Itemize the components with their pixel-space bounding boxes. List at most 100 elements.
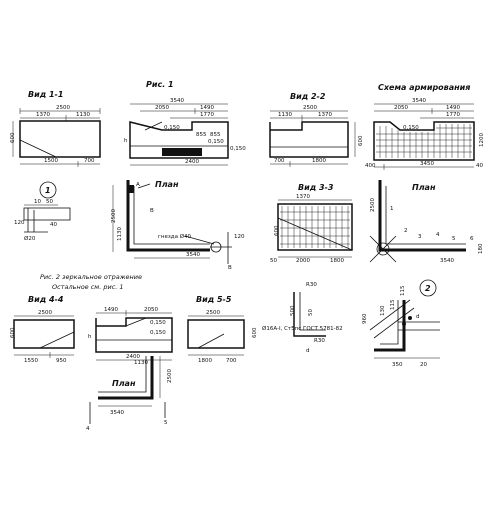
view-3-3-title: Вид 3-3 — [298, 183, 334, 192]
figure-1-dim-855b: 855 — [210, 132, 221, 138]
plan-1-wall-outer — [126, 180, 210, 252]
plan-1-dim-vert: 2500 — [111, 209, 117, 223]
view-4-4-outline — [13, 319, 75, 349]
detail-2-wall-inner — [380, 300, 399, 345]
view-4-4-dim-950: 950 — [56, 358, 67, 364]
plan-3-wall-inner — [98, 356, 147, 393]
view-4-4-section: 1490 2050 0,150 0,150 h 2400 — [88, 307, 173, 361]
figure-1-dim-0150: 0,150 — [164, 125, 180, 131]
plan-2-wall-outer — [378, 180, 466, 252]
figure-1-dim-top: 3540 — [170, 98, 184, 104]
plan-1-label-a: A — [136, 182, 140, 188]
figure-1-dim-b: 1490 — [200, 105, 214, 111]
view-1-1-dim-bottom-a: 1500 — [44, 158, 58, 164]
view-3-3-dim-1800: 1800 — [330, 258, 344, 264]
plan-3-mark-5: 5 — [164, 420, 168, 426]
view-1-1-dim-b: 1130 — [76, 112, 90, 118]
view-1-1-dim-a: 1370 — [36, 112, 50, 118]
view-4-4-dim-1550: 1550 — [24, 358, 38, 364]
detail-1-dim-120: 120 — [14, 220, 25, 226]
view-2-2: Вид 2-2 2500 1130 1370 600 700 1800 — [269, 92, 364, 167]
plan-2-mark-2: 2 — [404, 228, 408, 234]
view-3-3-outline — [277, 203, 353, 251]
view-1-1-outline — [19, 120, 101, 158]
plan-3-title: План — [112, 379, 136, 388]
detail-1-circle — [39, 181, 57, 199]
view-3-3-dim-600: 600 — [274, 225, 280, 236]
plan-1-dim-120: 120 — [234, 234, 245, 240]
detail-2: 2 960 130 115 d 350 20 115 — [362, 279, 440, 368]
detail-1-dim-10: 10 — [34, 199, 41, 205]
view-2-2-title: Вид 2-2 — [290, 92, 326, 101]
scheme-dim-400: 400 — [365, 163, 376, 169]
figure-1-title: Рис. 1 — [146, 80, 174, 89]
plan-3-dim-3540: 3540 — [110, 410, 124, 416]
detail-2-dim-350: 350 — [392, 362, 403, 368]
detail-1-dim-phi: Ø20 — [24, 235, 36, 242]
view-5-5: Вид 5-5 2500 600 1800 700 — [187, 295, 258, 364]
view-1-1-dim-height: 600 — [10, 132, 16, 143]
plan-2-dim-3540: 3540 — [440, 258, 454, 264]
plan-2-dim-180: 180 — [478, 243, 484, 254]
section-dim-2050: 2050 — [144, 307, 158, 313]
detail-1-dim-50: 50 — [46, 199, 53, 205]
scheme-title: Схема армирования — [378, 83, 470, 92]
figure-1-dim-855a: 855 — [196, 132, 207, 138]
figure-1-dim-a: 2050 — [155, 105, 169, 111]
view-2-2-dim-bottom-b: 1800 — [312, 158, 326, 164]
plan-1-socket-note: гнезда Ø40 — [158, 233, 192, 240]
figure-1-dim-0150c: 0,150 — [230, 146, 246, 152]
figure-1-dim-0150b: 0,150 — [208, 139, 224, 145]
view-1-1: Вид 1-1 2500 1370 1130 600 1500 700 — [10, 90, 101, 167]
scheme-outline — [373, 121, 475, 161]
plan-2-mark-6: 6 — [470, 236, 474, 242]
plan-3: План 3540 2500 1130 4 5 — [86, 356, 173, 432]
plan-3-dim-2500: 2500 — [167, 369, 173, 383]
bar-dim-r30b: R30 — [314, 338, 325, 344]
view-3-3-dim-50: 50 — [270, 258, 277, 264]
plan-1: План 2500 1130 A B гнезда Ø40 3540 120 B — [111, 180, 245, 271]
figure-1-dim-c: 1770 — [200, 112, 214, 118]
plan-2-title: План — [412, 183, 436, 192]
view-5-5-dim-2500: 2500 — [206, 310, 220, 316]
view-5-5-title: Вид 5-5 — [196, 295, 232, 304]
bar-dim-50: 50 — [308, 309, 314, 316]
plan-1-section-num: B — [228, 265, 232, 271]
plan-2-mark-4: 4 — [436, 232, 440, 238]
detail-1-dim-40: 40 — [50, 222, 57, 228]
detail-2-dim-20: 20 — [420, 362, 427, 368]
plan-1-wall-inner — [133, 186, 210, 245]
plan-1-end-block — [127, 185, 134, 193]
bar-shape-inner — [299, 292, 326, 331]
bar-note: Ø16A-I, Ст5пс ГОСТ 5781-82 — [262, 325, 343, 332]
figure-2-title: Рис. 2 зеркальное отражение — [40, 273, 142, 281]
scheme-dim-top: 3540 — [412, 98, 426, 104]
plan-1-title: План — [155, 180, 179, 189]
section-h-label: h — [88, 334, 92, 340]
detail-2-dim-115b: 115 — [400, 285, 406, 296]
view-4-4: Вид 4-4 2500 600 1550 950 — [10, 295, 75, 364]
view-5-5-dim-height: 600 — [252, 327, 258, 338]
figure-1-h-label: h — [124, 138, 128, 144]
figure-1-outline — [129, 121, 229, 159]
view-2-2-dim-bottom-a: 700 — [274, 158, 285, 164]
scheme-dim-a: 2050 — [394, 105, 408, 111]
view-1-1-dim-bottom-b: 700 — [84, 158, 95, 164]
detail-2-dim-130: 130 — [380, 305, 386, 316]
plan-1-dim-1130: 1130 — [117, 227, 123, 241]
view-1-1-dim-total: 2500 — [56, 105, 70, 111]
detail-1: 1 10 50 120 Ø20 40 — [14, 181, 71, 242]
view-2-2-dim-a: 1130 — [278, 112, 292, 118]
view-3-3: Вид 3-3 1370 600 50 2000 1800 — [270, 183, 353, 264]
plan-3-dim-1130: 1130 — [134, 360, 148, 366]
detail-2-dim-960: 960 — [362, 313, 368, 324]
figure-1-dim-bottom: 2400 — [185, 159, 199, 165]
plan-2-mark-1: 1 — [390, 206, 394, 212]
section-dim-1490: 1490 — [104, 307, 118, 313]
view-4-4-dim-2500: 2500 — [38, 310, 52, 316]
view-5-5-dim-700: 700 — [226, 358, 237, 364]
plan-2-mark-3: 3 — [418, 234, 422, 240]
bar-d: d — [306, 348, 310, 354]
